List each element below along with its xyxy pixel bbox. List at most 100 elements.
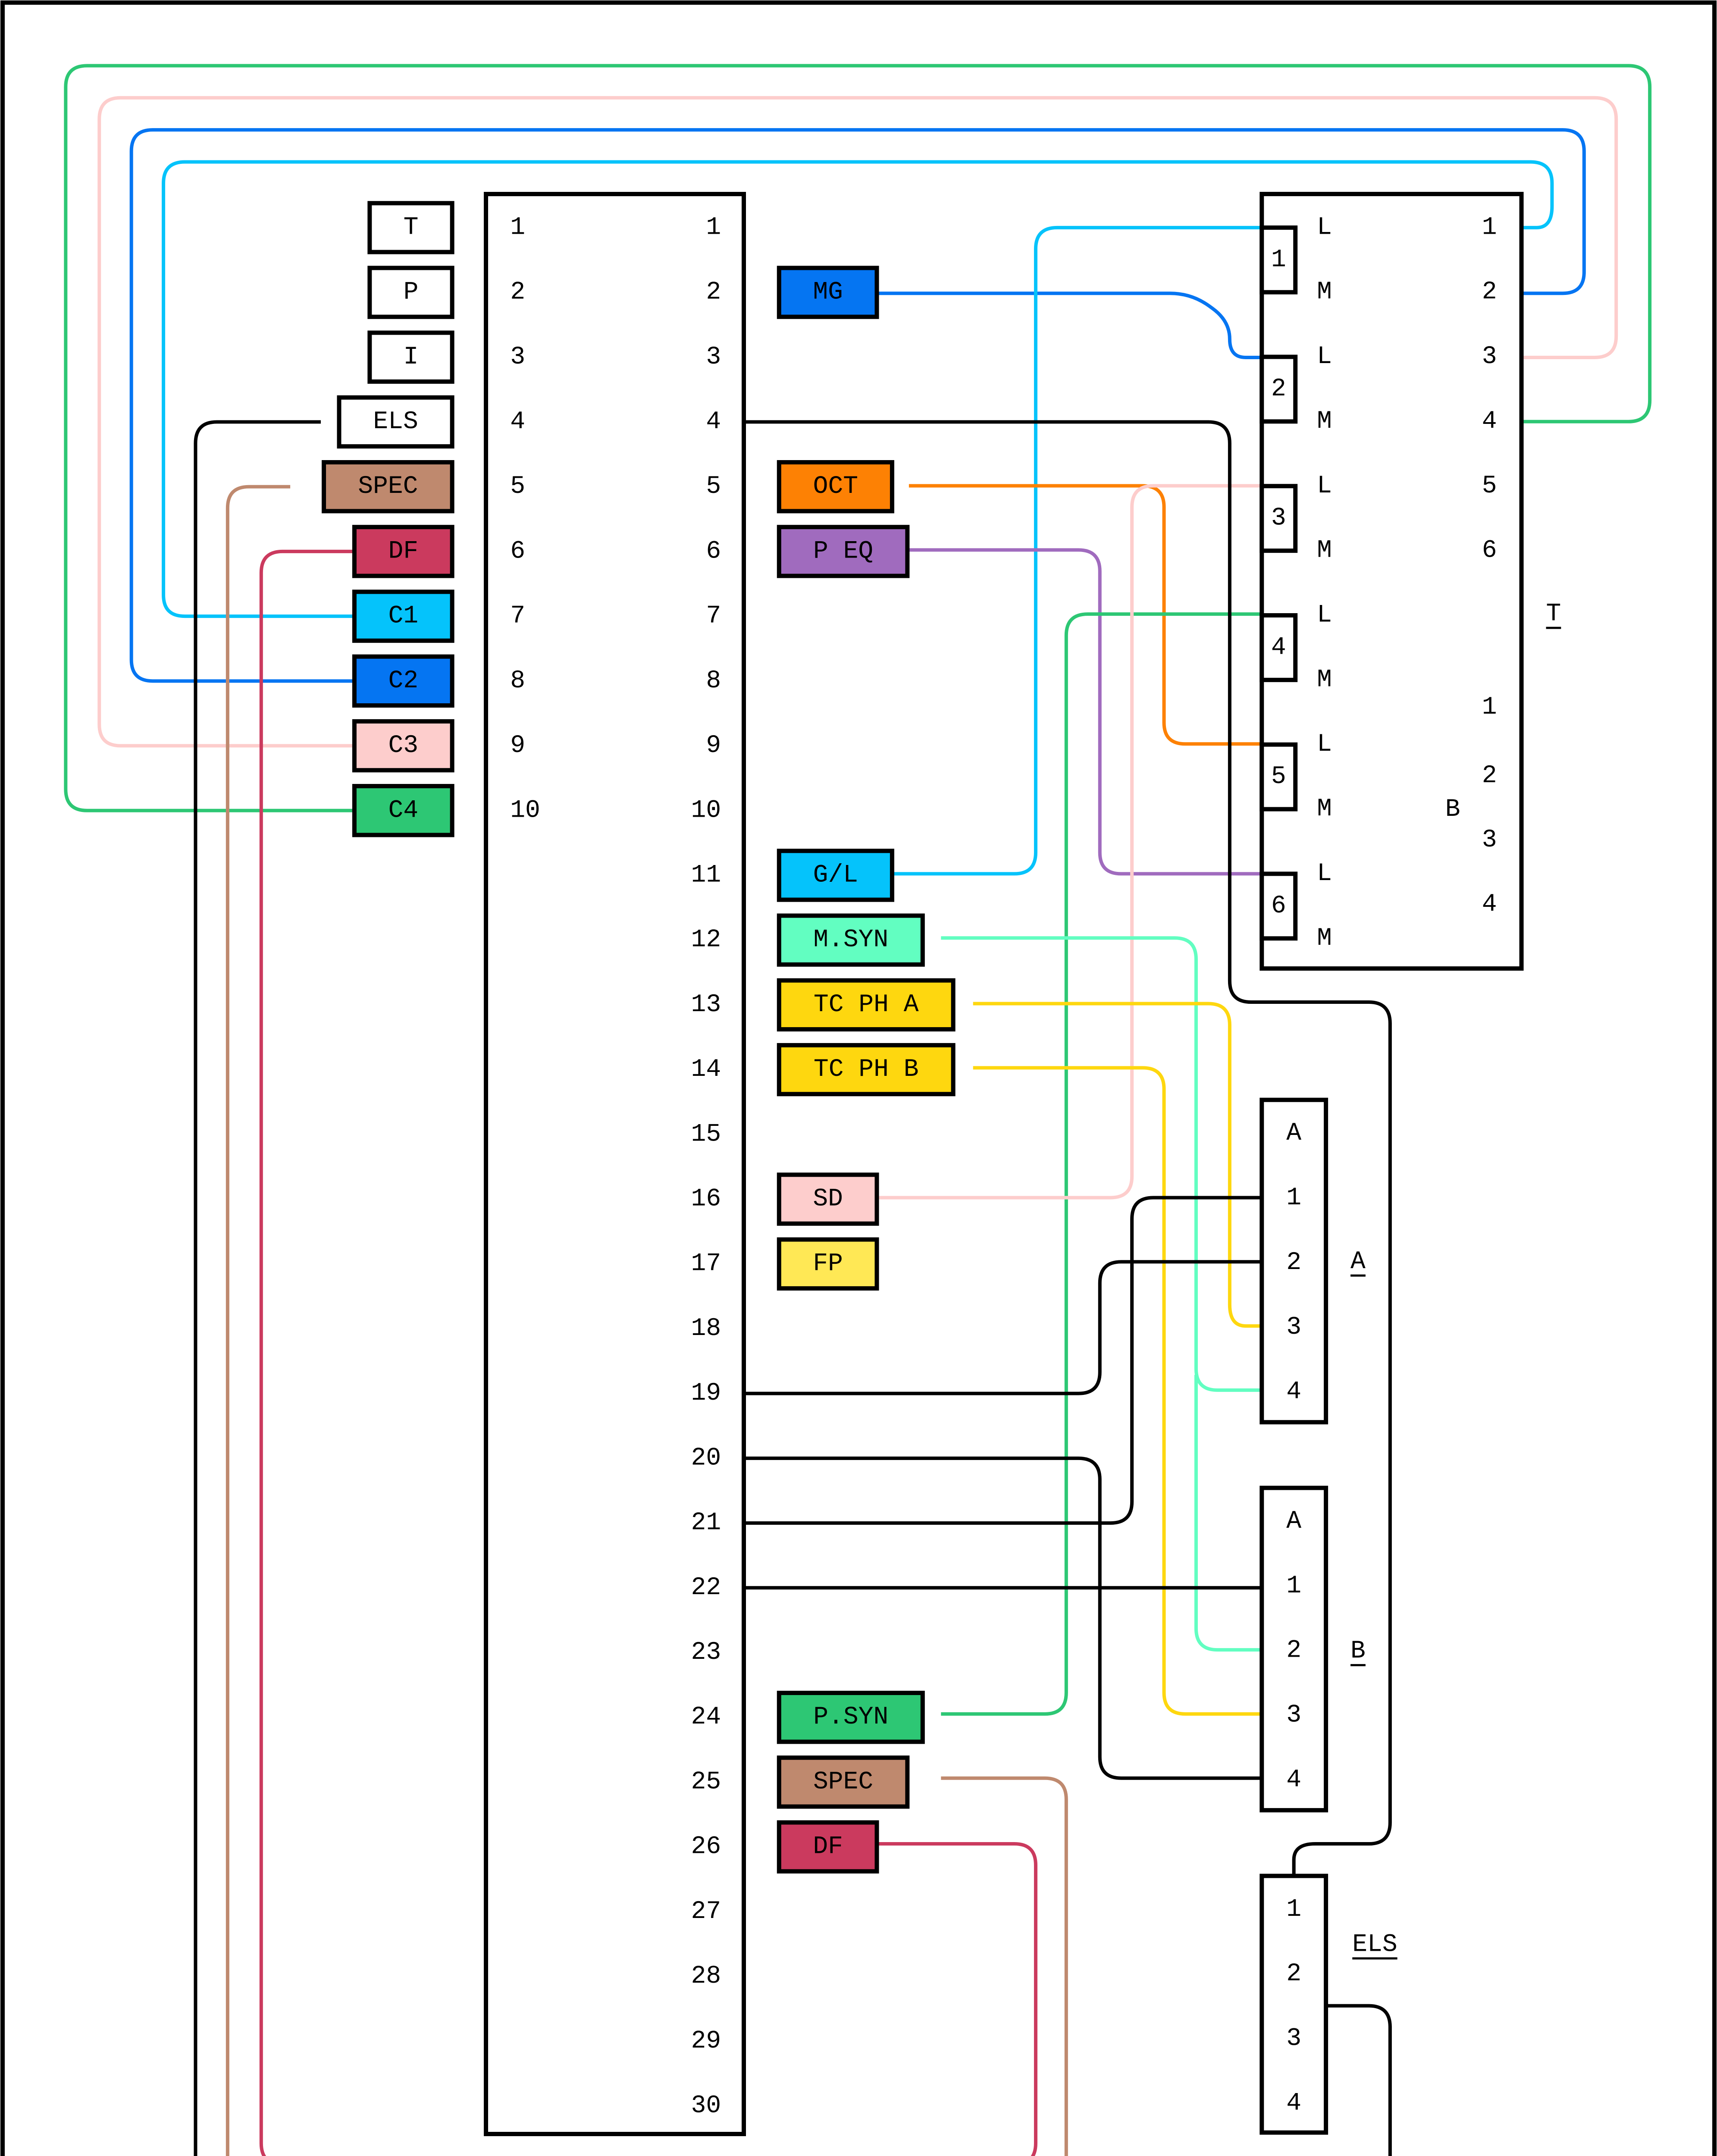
label-box bbox=[777, 913, 925, 967]
label-text: P EQ bbox=[813, 537, 873, 565]
label-box bbox=[777, 266, 879, 319]
label-box bbox=[322, 460, 454, 514]
wire-psyn bbox=[941, 612, 1262, 1716]
b-block-pin: 2 bbox=[1286, 1637, 1301, 1665]
t-top-number: 3 bbox=[1482, 343, 1497, 371]
label-text: M.SYN bbox=[813, 926, 888, 954]
main-right-number: 21 bbox=[691, 1509, 721, 1537]
t-lm-label: L bbox=[1317, 602, 1332, 630]
right-label-tcphb: TC PH B bbox=[777, 1043, 956, 1097]
t-top-number: 5 bbox=[1482, 472, 1497, 500]
t-channel-number: 4 bbox=[1271, 633, 1286, 661]
b-block-pin: 4 bbox=[1286, 1766, 1301, 1794]
main-left-number: 1 bbox=[510, 213, 525, 241]
wire-spec bbox=[226, 485, 1068, 2156]
wire-tcphb bbox=[973, 1066, 1262, 1716]
a-block-pin: 4 bbox=[1286, 1378, 1301, 1406]
wire-21-a1 bbox=[744, 1196, 1262, 1525]
main-right-number: 30 bbox=[691, 2092, 721, 2120]
main-right-number: 29 bbox=[691, 2027, 721, 2055]
main-right-number: 28 bbox=[691, 1962, 721, 1990]
main-right-number: 1 bbox=[706, 213, 721, 241]
t-top-number: 2 bbox=[1482, 278, 1497, 306]
label-box bbox=[352, 525, 454, 578]
t-top-number: 1 bbox=[1482, 213, 1497, 241]
label-text: ELS bbox=[373, 408, 418, 436]
right-label-sd: SD bbox=[777, 1172, 879, 1226]
label-text: SD bbox=[813, 1185, 843, 1213]
main-left-number: 2 bbox=[510, 279, 525, 307]
t-channel-box bbox=[1260, 225, 1298, 295]
main-block bbox=[484, 192, 746, 2136]
main-right-number: 19 bbox=[691, 1379, 721, 1407]
t-lm-label: M bbox=[1317, 278, 1332, 306]
right-label-spec: SPEC bbox=[777, 1755, 910, 1809]
t-lm-label: L bbox=[1317, 730, 1332, 758]
main-right-number: 26 bbox=[691, 1833, 721, 1861]
main-right-number: 4 bbox=[706, 408, 721, 436]
left-label-c2: C2 bbox=[352, 654, 454, 708]
t-channel-box bbox=[1260, 871, 1298, 941]
left-label-p: P bbox=[367, 266, 454, 319]
main-left-number: 4 bbox=[510, 408, 525, 436]
main-right-number: 27 bbox=[691, 1898, 721, 1926]
t-lm-label: L bbox=[1317, 343, 1332, 371]
t-lm-label: L bbox=[1317, 860, 1332, 888]
a-block-title: A bbox=[1350, 1248, 1366, 1276]
els-block-pin: 3 bbox=[1286, 2025, 1301, 2053]
t-channel-number: 6 bbox=[1271, 892, 1286, 920]
left-label-els: ELS bbox=[337, 395, 454, 449]
label-box bbox=[352, 719, 454, 773]
els-block-pin: 2 bbox=[1286, 1960, 1301, 1988]
t-b-number: 3 bbox=[1482, 826, 1497, 854]
right-label-msyn: M.SYN bbox=[777, 913, 925, 967]
wire-c4 bbox=[64, 64, 1652, 812]
wire-els-left bbox=[194, 420, 1392, 2156]
t-channel-number: 5 bbox=[1271, 763, 1286, 791]
b-block-header: A bbox=[1286, 1507, 1301, 1536]
wire-c2 bbox=[129, 128, 1586, 683]
t-top-number: 4 bbox=[1482, 407, 1497, 436]
b-block-pin: 3 bbox=[1286, 1702, 1301, 1730]
t-block-frame bbox=[1260, 191, 1524, 971]
label-text: DF bbox=[388, 537, 418, 565]
wire-msyn-b2 bbox=[1194, 1375, 1262, 1652]
wire-msyn-a4 bbox=[941, 936, 1262, 1392]
label-box bbox=[777, 525, 910, 578]
main-right-number: 11 bbox=[691, 861, 721, 889]
label-box bbox=[352, 589, 454, 643]
els-block-frame bbox=[1260, 1874, 1328, 2135]
main-left-number: 5 bbox=[510, 473, 525, 501]
main-right-number: 20 bbox=[691, 1444, 721, 1472]
t-channel-number: 2 bbox=[1271, 375, 1286, 403]
label-text: SPEC bbox=[358, 473, 418, 501]
label-text: P bbox=[404, 279, 419, 307]
t-top-number: 6 bbox=[1482, 537, 1497, 565]
main-right-number: 24 bbox=[691, 1703, 721, 1731]
wire-20-b4 bbox=[744, 1456, 1262, 1780]
main-left-number: 10 bbox=[510, 796, 540, 824]
left-label-df: DF bbox=[352, 525, 454, 578]
wire-mg bbox=[877, 291, 1262, 359]
label-box bbox=[777, 978, 956, 1032]
a-block-pin: 1 bbox=[1286, 1184, 1301, 1212]
b-block-pin: 1 bbox=[1286, 1572, 1301, 1600]
label-text: MG bbox=[813, 279, 843, 307]
main-right-number: 16 bbox=[691, 1185, 721, 1213]
label-text: G/L bbox=[813, 861, 858, 889]
main-right-number: 15 bbox=[691, 1120, 721, 1148]
left-label-i: I bbox=[367, 330, 454, 384]
label-text: C4 bbox=[388, 796, 418, 824]
left-label-spec: SPEC bbox=[322, 460, 454, 514]
label-box bbox=[367, 330, 454, 384]
label-box bbox=[352, 784, 454, 837]
label-box bbox=[777, 1172, 879, 1226]
right-label-psyn: P.SYN bbox=[777, 1691, 925, 1744]
els-block-pin: 4 bbox=[1286, 2089, 1301, 2117]
wire-c1 bbox=[162, 160, 1554, 618]
right-label-tcpha: TC PH A bbox=[777, 978, 956, 1032]
label-text: FP bbox=[813, 1250, 843, 1278]
